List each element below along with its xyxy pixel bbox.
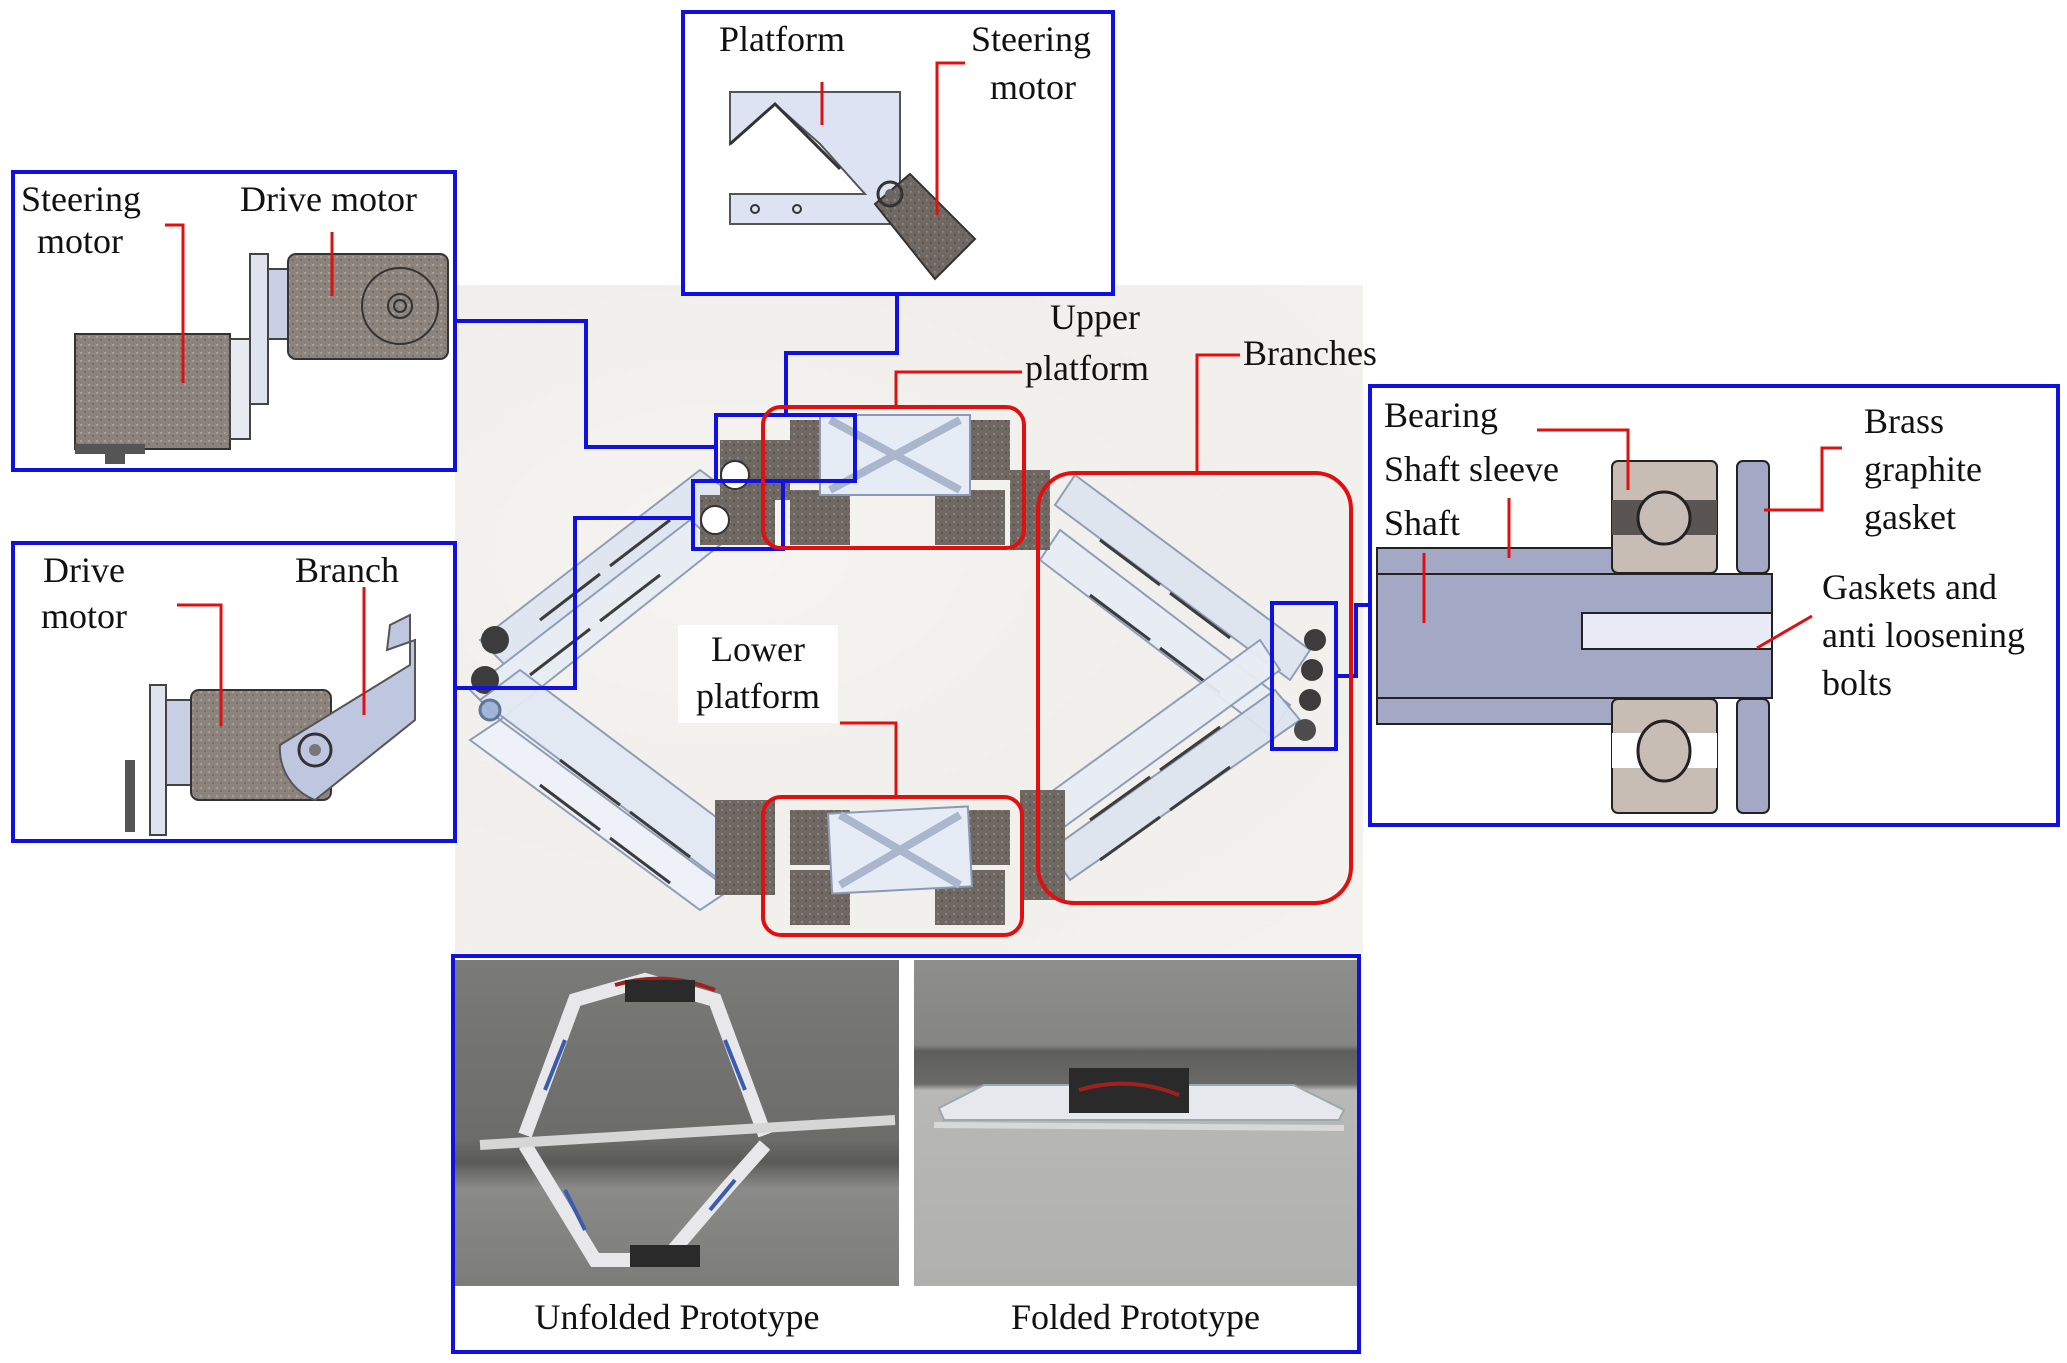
callout-bearing-shaft: Bearing Shaft sleeve Shaft Brass graphit…: [1368, 384, 2060, 827]
label-bolts: bolts: [1822, 663, 1893, 703]
caption-unfolded: Unfolded Prototype: [534, 1297, 820, 1337]
label-shaft: Shaft: [1384, 503, 1460, 543]
label-lower: Lower: [711, 629, 805, 669]
callout-steering-drive-motor: Steering motor Drive motor: [11, 170, 457, 472]
label-steering-2: Steering: [971, 19, 1091, 59]
cad-render-background: [455, 285, 1363, 953]
label-upper-platform: platform: [1025, 348, 1149, 388]
lower-platform-label-bg: [678, 625, 838, 723]
label-shaft-sleeve: Shaft sleeve: [1384, 449, 1559, 489]
label-steering-motor: motor: [37, 221, 123, 261]
caption-folded: Folded Prototype: [1011, 1297, 1260, 1337]
callout-drive-motor-branch: Drive motor Branch: [11, 541, 457, 843]
label-gasket: gasket: [1864, 497, 1956, 537]
label-drive: Drive: [43, 550, 125, 590]
label-gaskets-and: Gaskets and: [1822, 567, 1997, 607]
label-steering-motor-2: motor: [990, 67, 1076, 107]
label-bearing: Bearing: [1384, 395, 1498, 435]
label-brass: Brass: [1864, 401, 1944, 441]
label-graphite: graphite: [1864, 449, 1982, 489]
bearing-cross-section: [1376, 428, 1842, 814]
label-lower-platform: platform: [696, 676, 820, 716]
label-drive-motor-2: motor: [41, 596, 127, 636]
folded-robot-shape: [933, 1068, 1346, 1131]
platform-corner-drawing: [729, 91, 977, 281]
label-anti-loosening: anti loosening: [1822, 615, 2025, 655]
prototype-photos-panel: Unfolded Prototype Folded Prototype: [451, 954, 1361, 1354]
label-drive-motor: Drive motor: [240, 179, 417, 219]
branch-joint-drawing: [125, 613, 416, 836]
motor-assembly-drawing: [74, 253, 449, 464]
callout-platform-steering-motor: Platform Steering motor: [681, 10, 1115, 296]
label-platform: Platform: [719, 19, 845, 59]
label-steering: Steering: [21, 179, 141, 219]
label-upper: Upper: [1050, 297, 1140, 337]
unfolded-robot-shape: [479, 972, 896, 1267]
label-branches: Branches: [1243, 333, 1377, 373]
folded-prototype-photo: [914, 960, 1357, 1286]
label-branch: Branch: [295, 550, 399, 590]
unfolded-prototype-photo: [455, 960, 899, 1286]
